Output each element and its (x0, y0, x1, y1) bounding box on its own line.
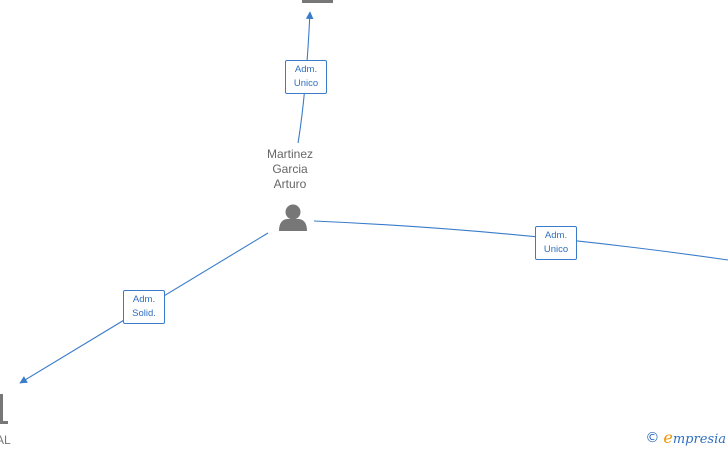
edge-label-right-line-1: Adm. (544, 230, 568, 241)
edge-label-left-line-2: Solid. (132, 308, 156, 319)
person-name-line-2: Garcia (272, 162, 308, 176)
edge-label-top[interactable]: Adm. Unico (285, 60, 327, 94)
empresia-watermark: © empresia (645, 428, 726, 447)
edge-label-left-line-1: Adm. (132, 294, 156, 305)
company-building-icon-left[interactable] (0, 394, 8, 424)
edge-right (313, 220, 728, 261)
edge-label-right[interactable]: Adm. Unico (535, 226, 577, 260)
person-icon[interactable] (279, 204, 307, 232)
person-name[interactable]: Martinez Garcia Arturo (250, 147, 330, 192)
brand-logo: empresia (663, 428, 726, 447)
company-label-left[interactable]: AL (0, 433, 11, 447)
brand-logo-initial: e (663, 428, 673, 447)
person-name-line-1: Martinez (266, 147, 313, 161)
edge-label-right-line-2: Unico (543, 244, 569, 255)
edge-label-top-line-1: Adm. (294, 64, 318, 75)
edge-label-left[interactable]: Adm. Solid. (123, 290, 165, 324)
edge-label-top-line-2: Unico (293, 78, 319, 89)
copyright-icon: © (645, 429, 660, 446)
brand-logo-rest: mpresia (672, 432, 726, 447)
company-building-icon-top[interactable] (302, 0, 333, 3)
person-name-line-3: Arturo (273, 177, 307, 191)
